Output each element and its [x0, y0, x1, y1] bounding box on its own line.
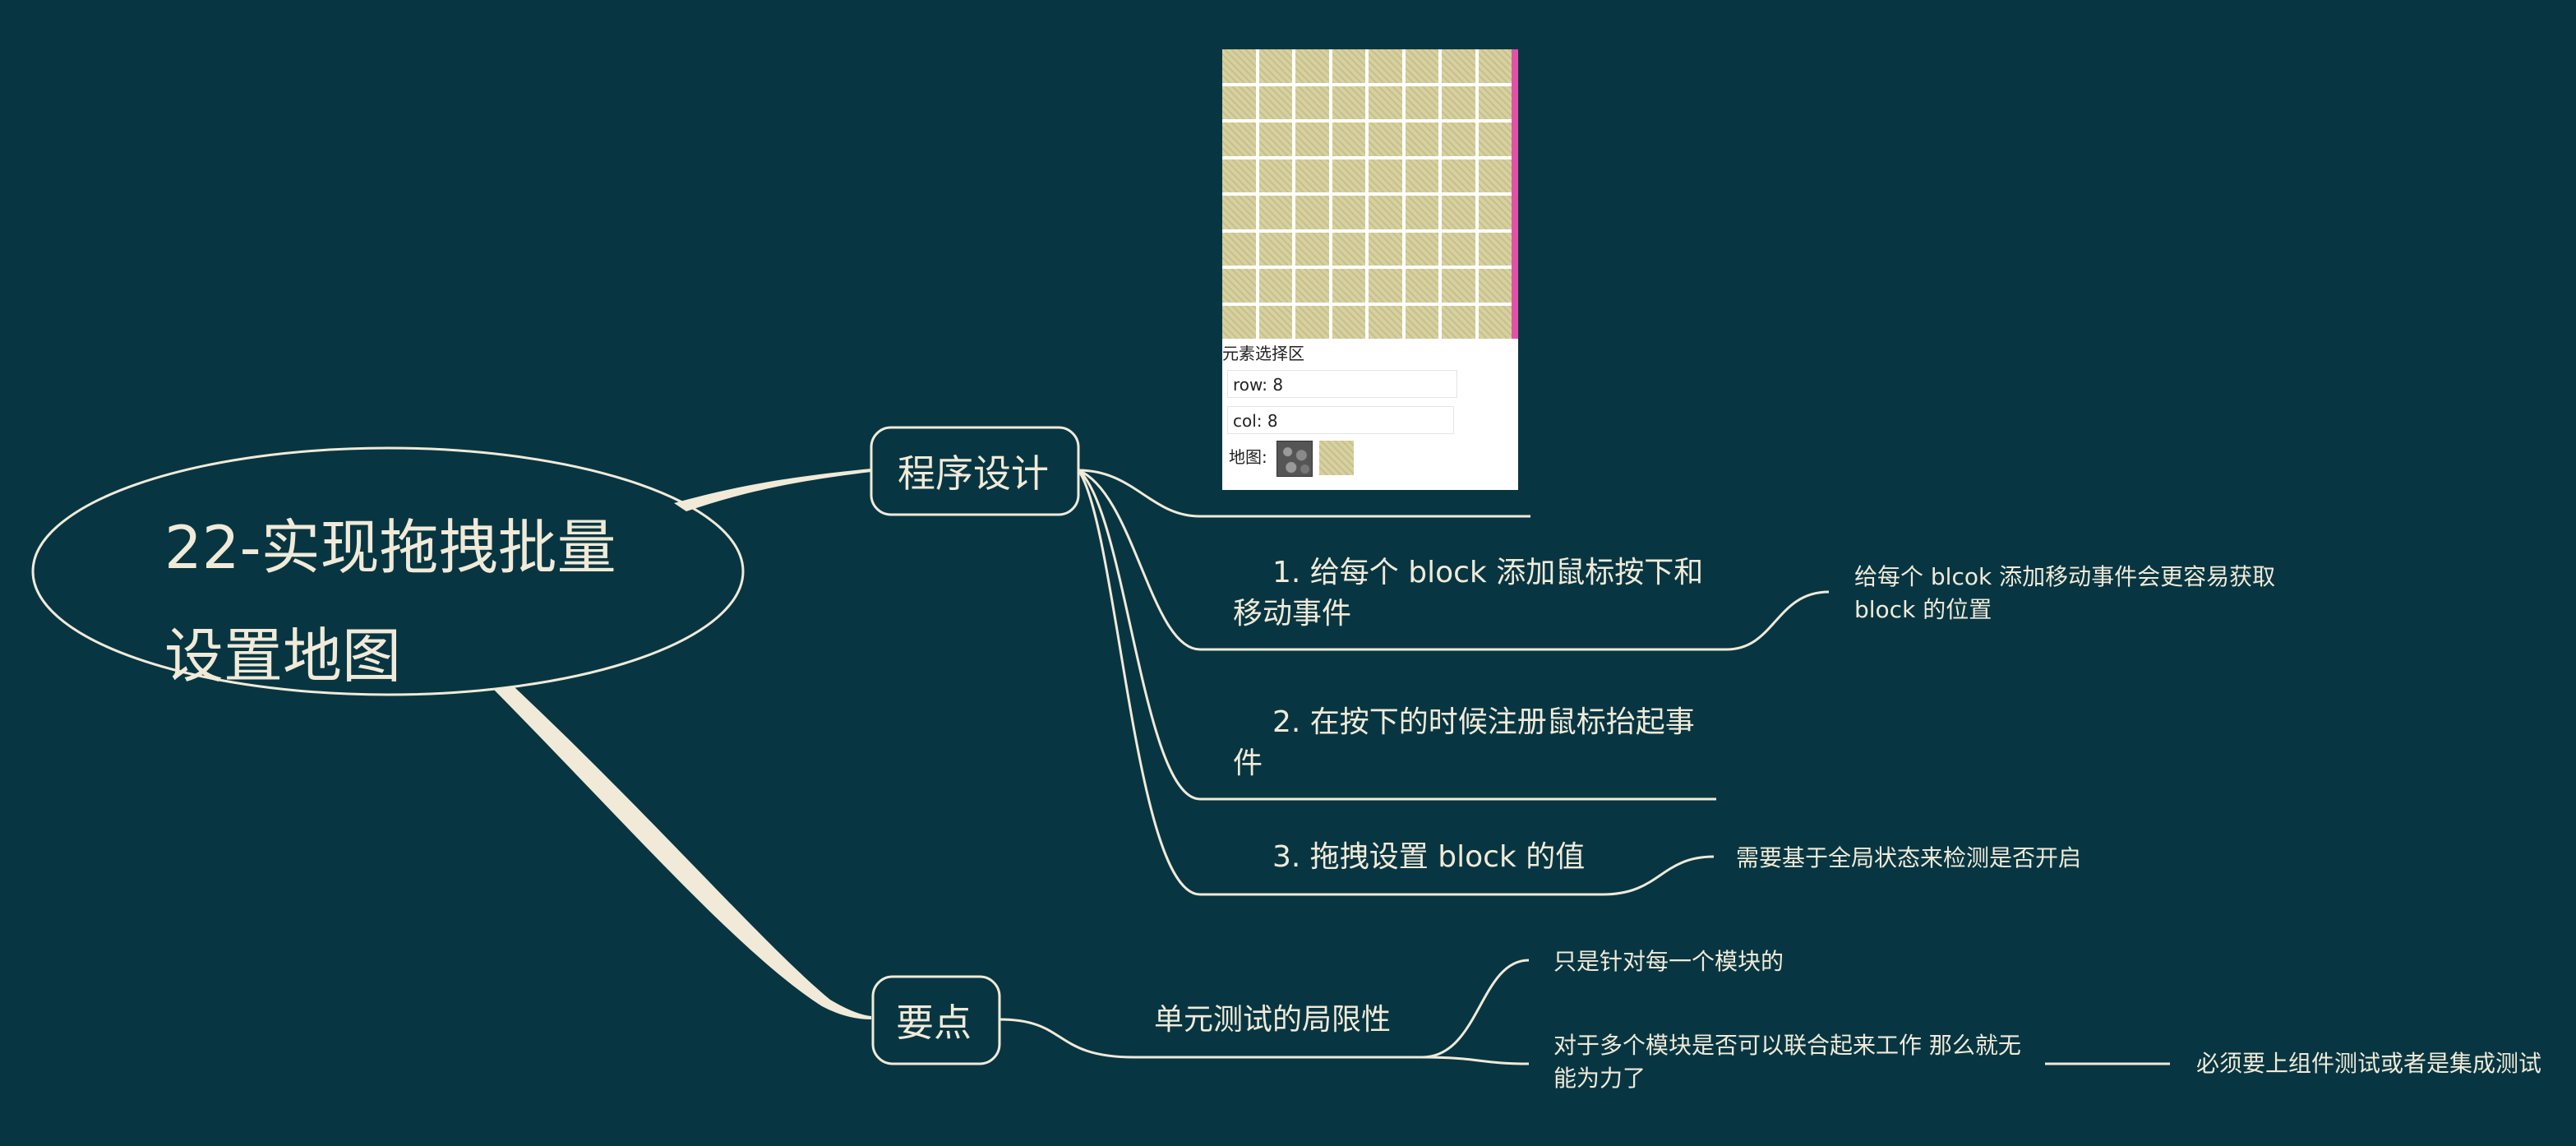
embedded-editor-screenshot: 元素选择区 row: 8 col: 8 地图: [1222, 49, 1518, 490]
root-node-ellipse[interactable] [31, 446, 745, 696]
link-step3-note [1602, 855, 1715, 896]
step1-note: 给每个 blcok 添加移动事件会更容易获取 block 的位置 [1854, 561, 2275, 626]
link-step1-note [1725, 590, 1830, 651]
scrollbar-accent [1512, 49, 1518, 339]
link-root-program [674, 469, 871, 511]
link-program-step3 [1077, 469, 1603, 896]
sub2-line1: 对于多个模块是否可以联合起来工作 那么就无 [1553, 1032, 2021, 1059]
key-points-label: 要点 [896, 1000, 972, 1045]
link-topic-sub2 [1421, 1056, 1530, 1065]
map-label: 地图: [1229, 447, 1267, 467]
link-topic-sub1 [1421, 959, 1530, 1059]
link-program-step2 [1078, 469, 1716, 801]
step2-line2: 件 [1233, 746, 1263, 780]
sub2-note: 必须要上组件测试或者是集成测试 [2196, 1050, 2542, 1077]
step1-text: 1. 给每个 block 添加鼠标按下和 移动事件 [1233, 552, 1703, 635]
step1-line1: 1. 给每个 block 添加鼠标按下和 [1272, 556, 1704, 589]
col-input[interactable]: col: 8 [1227, 406, 1454, 434]
sub1-text: 只是针对每一个模块的 [1553, 948, 1784, 975]
step2-text: 2. 在按下的时候注册鼠标抬起事 件 [1233, 702, 1695, 784]
stone-tile-icon[interactable] [1276, 441, 1313, 477]
step3-note: 需要基于全局状态来检测是否开启 [1736, 844, 2082, 871]
element-select-area-label: 元素选择区 [1222, 344, 1304, 363]
step1-line2: 移动事件 [1233, 597, 1352, 631]
sand-tile-icon[interactable] [1319, 441, 1354, 475]
sub2-line2: 能为力了 [1553, 1065, 1646, 1092]
link-program-image [1078, 469, 1530, 518]
step1-note-line1: 给每个 blcok 添加移动事件会更容易获取 [1854, 563, 2276, 590]
root-title: 22-实现拖拽批量设置地图 [164, 513, 616, 691]
step1-note-line2: block 的位置 [1854, 596, 1992, 623]
unit-test-limit-topic: 单元测试的局限性 [1154, 1003, 1392, 1037]
link-keypoints-topic [999, 1018, 1422, 1059]
link-root-keypoints [493, 686, 871, 1019]
step3-text: 3. 拖拽设置 block 的值 [1272, 840, 1586, 874]
program-design-label: 程序设计 [898, 451, 1049, 496]
map-grid [1222, 49, 1512, 339]
sub2-text: 对于多个模块是否可以联合起来工作 那么就无 能为力了 [1553, 1029, 2021, 1095]
row-input[interactable]: row: 8 [1227, 370, 1457, 398]
step2-line1: 2. 在按下的时候注册鼠标抬起事 [1272, 705, 1695, 739]
link-program-step1 [1078, 469, 1726, 651]
